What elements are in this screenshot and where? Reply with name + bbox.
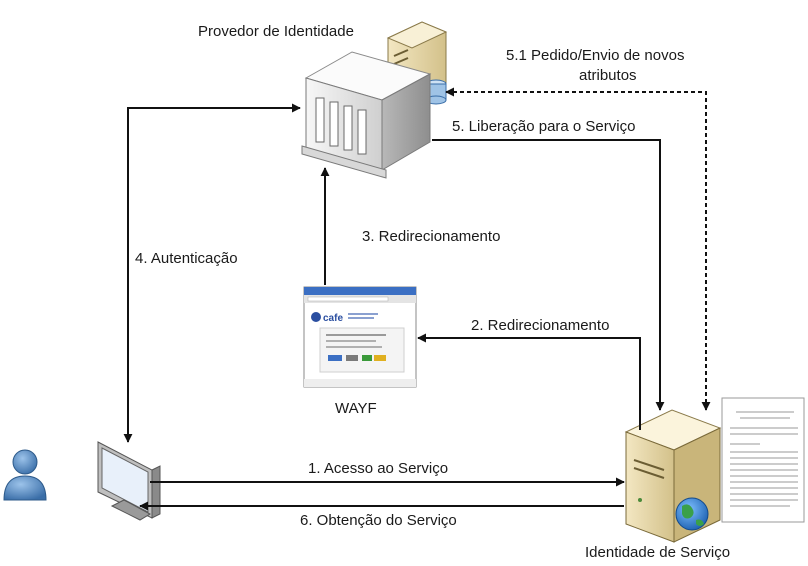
edge-step5-label: 5. Liberação para o Serviço [452, 118, 635, 135]
document-icon [721, 397, 805, 523]
wayf-label: WAYF [335, 400, 377, 417]
client-computer-node[interactable] [97, 441, 161, 521]
edge-step6: 6. Obtenção do Serviço [139, 501, 624, 529]
edge-step3: 3. Redirecionamento [320, 167, 500, 285]
identity-provider-label: Provedor de Identidade [198, 23, 354, 40]
wayf-logo-text: cafe [323, 313, 343, 324]
edge-step1-label: 1. Acesso ao Serviço [308, 460, 448, 477]
cafe-logo-icon [311, 312, 321, 322]
identity-provider-node[interactable]: Provedor de Identidade [198, 21, 448, 179]
edge-step5: 5. Liberação para o Serviço [432, 118, 665, 411]
idp-server-icon [301, 51, 432, 179]
edge-step5-1: 5.1 Pedido/Envio de novos atributos [445, 47, 711, 411]
service-provider-node[interactable]: Identidade de Serviço [585, 397, 805, 561]
wayf-node[interactable]: cafe WAYF [303, 286, 417, 417]
service-provider-label: Identidade de Serviço [585, 544, 730, 561]
edge-step2-label: 2. Redirecionamento [471, 317, 609, 334]
edge-step1: 1. Acesso ao Serviço [150, 460, 625, 487]
edge-step5-1-label-line2: atributos [579, 67, 637, 84]
user-icon [3, 449, 47, 501]
edge-step4: 4. Autenticação [123, 103, 301, 443]
wayf-browser-window: cafe [303, 286, 417, 388]
globe-icon [675, 497, 709, 531]
monitor-icon [97, 441, 161, 521]
edge-step3-label: 3. Redirecionamento [362, 228, 500, 245]
edge-step5-1-label-line1: 5.1 Pedido/Envio de novos [506, 47, 684, 64]
edge-step4-label: 4. Autenticação [135, 250, 238, 267]
edge-step2: 2. Redirecionamento [417, 317, 641, 430]
edge-step6-label: 6. Obtenção do Serviço [300, 512, 457, 529]
